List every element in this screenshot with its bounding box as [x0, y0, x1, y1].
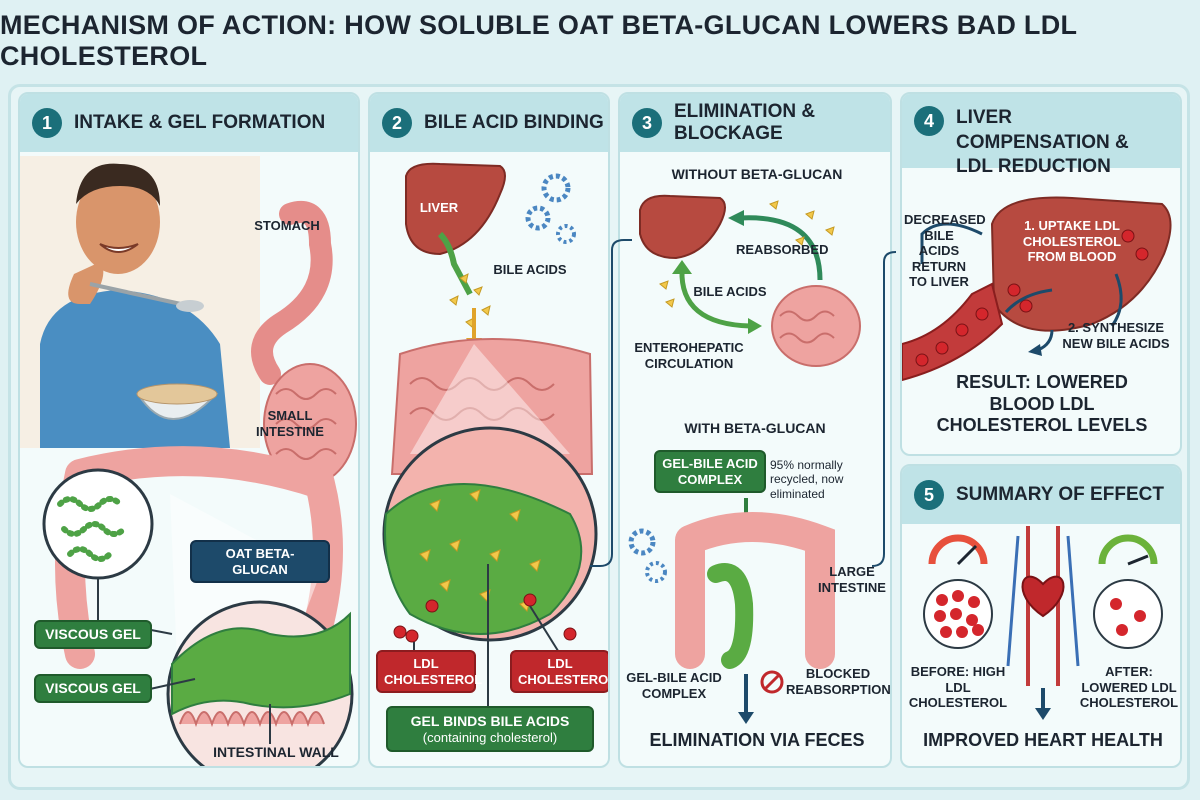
beta-glucan-chains [57, 496, 127, 562]
result-label: RESULT: LOWERED BLOOD LDL CHOLESTEROL LE… [936, 372, 1148, 436]
after-label: AFTER: LOWERED LDL CHOLESTEROL [1079, 664, 1179, 711]
without-beta-glucan-label: WITHOUT BETA-GLUCAN [671, 166, 843, 182]
viscous-gel-tag-1: VISCOUS GEL [34, 620, 152, 649]
gel-complex-in-colon [707, 563, 754, 669]
intestinal-wall-label: INTESTINAL WALL [213, 744, 339, 760]
small-intestine-label: SMALL INTESTINE [256, 408, 324, 439]
gel-binds-title: GEL BINDS BILE ACIDS [410, 713, 570, 729]
liver-small [639, 194, 726, 260]
panel-summary: 5 SUMMARY OF EFFECT BEFORE: HIGH LDL CHO… [900, 464, 1182, 768]
gel-binds-bile-acids-tag: GEL BINDS BILE ACIDS (containing cholest… [386, 706, 594, 753]
enterohepatic-label: ENTEROHEPATIC CIRCULATION [634, 340, 744, 371]
bile-acids-label-3: BILE ACIDS [693, 284, 767, 299]
gear-icon [645, 561, 667, 583]
with-beta-glucan-label: WITH BETA-GLUCAN [684, 420, 826, 436]
intake-illustration [20, 156, 357, 766]
ldl-in-blood [915, 229, 1149, 367]
ldl-cholesterol-tag-left: LDL CHOLESTEROL [376, 650, 482, 694]
large-intestine-shape [675, 512, 835, 669]
gear-icon [525, 205, 551, 231]
ldl-particles [393, 593, 577, 643]
artery [1026, 526, 1060, 686]
viscous-gel-tag-2: VISCOUS GEL [34, 674, 152, 703]
gear-icon [628, 528, 656, 556]
intestine-small [771, 285, 861, 367]
intestinal-villi [179, 711, 325, 728]
panel-4-header: 4 LIVER COMPENSATION & LDL REDUCTION [902, 94, 1180, 177]
panel-2-heading: BILE ACID BINDING [424, 112, 604, 133]
panel-liver-compensation: 4 LIVER COMPENSATION & LDL REDUCTION DEC… [900, 92, 1182, 456]
heart-icon [1021, 575, 1065, 618]
uptake-arrow [1004, 288, 1053, 314]
stomach-shape [251, 201, 333, 385]
panel-5-header: 5 SUMMARY OF EFFECT [902, 466, 1180, 524]
step-number-3: 3 [632, 108, 662, 138]
reabsorbed-label: REABSORBED [736, 242, 829, 257]
panel-elimination: 3 ELIMINATION & BLOCKAGE WITHOUT BETA-GL… [618, 92, 892, 768]
panel-2-header: 2 BILE ACID BINDING [370, 94, 608, 152]
panel-1-heading: INTAKE & GEL FORMATION [74, 112, 326, 133]
gear-icon [541, 173, 571, 203]
few-ldl-particles [1110, 598, 1146, 636]
oat-beta-glucan-tag: OAT BETA-GLUCAN [190, 540, 330, 584]
panel-3-heading: ELIMINATION & BLOCKAGE [674, 101, 816, 144]
circulation-arrow [679, 269, 751, 329]
panel-intake: 1 INTAKE & GEL FORMATION STOMACH SMALL [18, 92, 360, 768]
vein [1006, 535, 1080, 667]
page-title: MECHANISM OF ACTION: HOW SOLUBLE OAT BET… [0, 10, 1077, 71]
liver-compensation-illustration [902, 196, 1172, 382]
panel-4-heading: LIVER COMPENSATION & LDL REDUCTION [956, 107, 1129, 178]
panel-1-header: 1 INTAKE & GEL FORMATION [20, 94, 358, 152]
elimination-illustration [628, 194, 861, 724]
step-number-5: 5 [914, 480, 944, 510]
synthesize-bile-acids-label: 2. SYNTHESIZE NEW BILE ACIDS [1062, 320, 1170, 351]
step-number-2: 2 [382, 108, 412, 138]
panel-3-header: 3 ELIMINATION & BLOCKAGE [620, 94, 890, 152]
recycled-note: 95% normally recycled, now eliminated [770, 458, 844, 501]
gauge-low-icon [1098, 534, 1158, 565]
step-number-1: 1 [32, 108, 62, 138]
before-label: BEFORE: HIGH LDL CHOLESTEROL [908, 664, 1008, 711]
gauge-high-icon [928, 534, 988, 565]
summary-illustration [923, 526, 1163, 720]
person-face [76, 170, 160, 274]
gear-icon [556, 224, 576, 244]
oatmeal [136, 383, 218, 405]
person-hand-spoon [68, 262, 104, 304]
decreased-bile-acids-label: DECREASED BILE ACIDS RETURN TO LIVER [904, 212, 986, 290]
panel-bile-binding: 2 BILE ACID BINDING LIVER BILE ACIDS LDL… [368, 92, 610, 768]
bile-binding-illustration [382, 162, 598, 706]
zoom-beam [410, 344, 570, 454]
blood-vessel [902, 282, 1004, 382]
spoon [89, 282, 191, 308]
synthesize-arrow [1110, 273, 1123, 327]
bile-acids-label: BILE ACIDS [493, 262, 567, 277]
liver-label: LIVER [419, 200, 459, 215]
reabsorbed-arrow [739, 215, 823, 281]
after-blood-circle [1093, 579, 1163, 649]
gel-mass [384, 483, 583, 635]
blocked-icon [760, 670, 784, 694]
bile-duct [437, 231, 473, 296]
improved-heart-health-label: IMPROVED HEART HEALTH [923, 730, 1163, 750]
ldl-cholesterol-tag-right: LDL CHOLESTEROL [510, 650, 608, 694]
stomach-label: STOMACH [254, 218, 320, 233]
blocked-reabsorption-label: BLOCKED REABSORPTION [786, 666, 891, 697]
gel-bile-acid-complex-tag: GEL-BILE ACID COMPLEX [654, 450, 766, 494]
return-arrow [920, 222, 983, 264]
recirculating-bile-acids [659, 200, 835, 308]
person-hair [76, 163, 160, 206]
gel-layer [171, 611, 351, 716]
uptake-ldl-label: 1. UPTAKE LDL CHOLESTEROL FROM BLOOD [1022, 218, 1122, 265]
step-number-4: 4 [914, 106, 944, 136]
large-intestine-label: LARGE INTESTINE [818, 564, 886, 595]
person-smile [99, 243, 139, 253]
many-ldl-particles [934, 590, 984, 638]
gel-bile-acid-complex-label: GEL-BILE ACID COMPLEX [626, 670, 722, 701]
panel-5-heading: SUMMARY OF EFFECT [956, 484, 1164, 505]
bile-acid-triangles [449, 273, 491, 328]
gel-binds-subtitle: (containing cholesterol) [422, 729, 558, 745]
elimination-via-feces-label: ELIMINATION VIA FECES [649, 730, 865, 750]
liver-shape [405, 162, 506, 256]
